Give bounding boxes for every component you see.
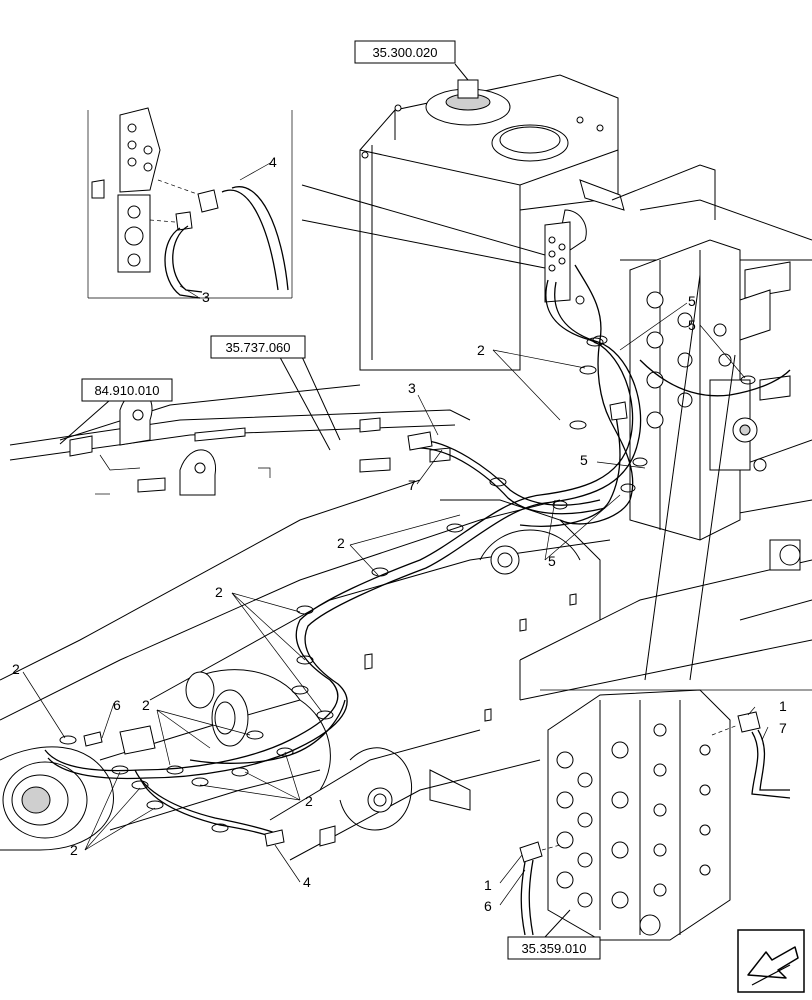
callout-6-left: 6 [113, 697, 121, 713]
callout-7-main: 7 [408, 477, 416, 493]
callout-1-inset-left: 1 [484, 877, 492, 893]
callout-1-inset-right: 1 [779, 698, 787, 714]
arrow-icon[interactable] [737, 929, 805, 993]
ref-frame-label: 84.910.010 [94, 383, 159, 398]
detail-inset-control-valve [519, 689, 812, 941]
callout-4-inset: 4 [269, 154, 277, 170]
callout-2-left: 2 [12, 661, 20, 677]
callout-2-axle: 2 [142, 697, 150, 713]
callout-2-arm: 2 [215, 584, 223, 600]
ref-hoses-label: 35.737.060 [225, 340, 290, 355]
hydraulic-tank [359, 74, 625, 371]
callout-5-mid: 5 [580, 452, 588, 468]
hose-routing [44, 264, 791, 847]
callout-5-valve-a: 5 [688, 293, 696, 309]
ref-tank-label: 35.300.020 [372, 45, 437, 60]
callout-7-inset-right: 7 [779, 720, 787, 736]
ref-box-hoses: 35.737.060 [210, 335, 306, 359]
chassis-frame [0, 384, 812, 861]
callout-2-mid: 2 [337, 535, 345, 551]
reference-leader-lines [59, 63, 736, 938]
callout-3-inset: 3 [202, 289, 210, 305]
callout-2-tank: 2 [477, 342, 485, 358]
ref-box-frame: 84.910.010 [81, 378, 173, 402]
callout-3-main: 3 [408, 380, 416, 396]
callout-2-bottom: 2 [70, 842, 78, 858]
callout-6-inset-left: 6 [484, 898, 492, 914]
callout-5-valve-b: 5 [688, 317, 696, 333]
callout-4-bottom: 4 [303, 874, 311, 890]
ref-valve-label: 35.359.010 [521, 941, 586, 956]
callout-leader-lines [22, 161, 769, 906]
axle-assembly [0, 593, 577, 851]
callout-2-right: 2 [305, 793, 313, 809]
ref-box-valve: 35.359.010 [507, 936, 601, 960]
ref-box-tank: 35.300.020 [354, 40, 456, 64]
callout-numbers: 4 3 2 3 7 5 5 5 5 2 2 2 6 2 2 2 4 1 7 1 … [12, 154, 787, 914]
callout-5-low: 5 [548, 553, 556, 569]
detail-inset-tank-fittings [87, 107, 293, 299]
